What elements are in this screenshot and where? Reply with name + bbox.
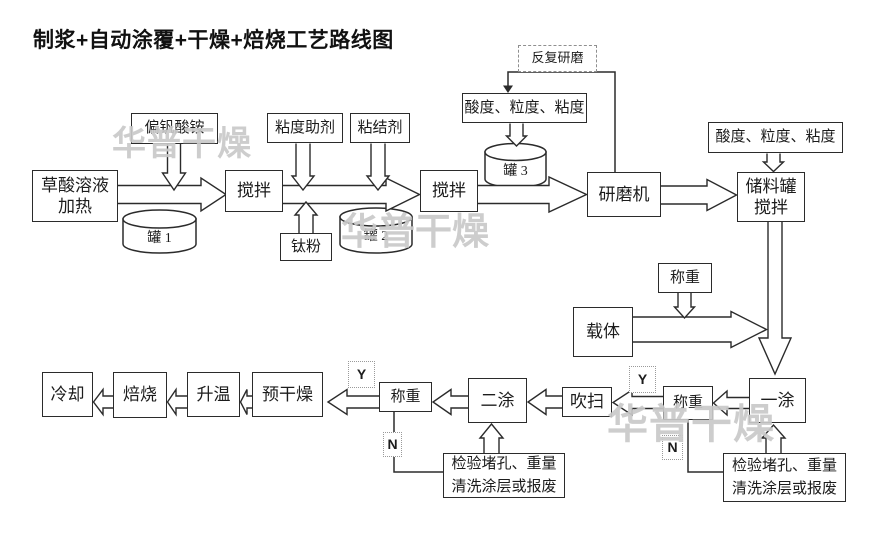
node-inspect-right: 检验堵孔、重量 清洗涂层或报废 [723,453,846,502]
arrow-storage-to-firstcoat [757,222,793,376]
node-label: 粘度助剂 [274,119,335,136]
node-no-left: N [383,432,402,457]
node-label: 二涂 [480,390,515,410]
node-label: 吹扫 [570,392,604,412]
node-storage-tank-stir: 储料罐 搅拌 [737,172,805,222]
tank3-label: 罐 3 [503,164,528,179]
node-first-coat: 一涂 [749,378,806,423]
node-weigh-right: 称重 [663,386,713,420]
node-label: 反复研磨 [531,50,584,66]
node-acidity-check-right: 酸度、粒度、粘度 [708,122,843,153]
arrow-binder-down [365,143,391,192]
arrow-inspectleft-to-secondcoat [478,422,505,453]
node-label: 储料罐 [745,176,797,196]
arrow-firstcoat-to-weighright [712,389,749,417]
arrow-weigh-carrier-down [672,293,697,320]
node-weigh-left: 称重 [379,382,432,412]
node-oxalic-heating: 草酸溶液 加热 [32,170,118,222]
node-label: 称重 [672,394,703,411]
node-ammonium-metavanadate: 偏钒酸铵 [131,113,218,144]
node-repeat-grinding: 反复研磨 [518,45,597,72]
node-inspect-left: 检验堵孔、重量 清洗涂层或报废 [443,453,565,498]
tank1-cylinder-top [122,209,197,229]
arrow-roast-to-cool [92,387,113,417]
no-line-right [687,420,723,473]
node-carrier: 载体 [573,307,633,357]
node-yes-left: Y [348,361,375,388]
arrow-ammonium-down [161,144,187,192]
node-binder: 粘结剂 [350,113,410,143]
node-yes-right: Y [629,366,656,393]
node-label: 酸度、粒度、粘度 [715,129,836,146]
arrow-grinder-to-storage [661,178,739,212]
tank2-cylinder-top [339,207,413,227]
node-label: 搅拌 [237,181,271,201]
arrow-heatup-to-roast [166,387,187,417]
node-roasting: 焙烧 [113,372,167,418]
node-label: 研磨机 [598,184,650,204]
node-label: 检验堵孔、重量 [451,456,557,472]
arrow-weighleft-to-predry [326,388,379,416]
node-label: N [387,435,398,452]
tank2-cylinder-body [339,216,413,254]
tank3-cylinder-top [484,142,547,162]
node-pre-dry: 预干燥 [252,372,323,417]
tank2-label: 罐 2 [363,229,389,244]
node-label: 焙烧 [123,385,157,405]
node-label: 升温 [196,384,231,404]
node-acidity-check-left: 酸度、粒度、粘度 [462,93,587,123]
tank1-label: 罐 1 [147,231,172,246]
node-label: 清洗涂层或报废 [451,478,557,495]
node-purge: 吹扫 [562,387,612,417]
arrow-secondcoat-to-weighleft [431,388,468,416]
node-titanium-powder: 钛粉 [280,233,332,261]
arrow-purge-to-secondcoat [526,388,562,416]
node-label: N [667,438,678,455]
node-label: Y [356,365,367,382]
node-stir-1: 搅拌 [225,170,283,212]
node-label: 称重 [669,269,700,286]
node-label: 加热 [58,197,92,216]
feedback-line-grinder-to-acidity [507,71,616,172]
node-label: 称重 [390,388,421,405]
node-grinder: 研磨机 [587,172,661,217]
node-label: 预干燥 [262,384,313,404]
page-title: 制浆+自动涂覆+干燥+焙烧工艺路线图 [33,29,394,52]
arrow-predry-to-heatup [239,389,252,415]
arrow-inspectright-to-firstcoat [760,423,787,453]
node-label: 冷却 [50,384,85,404]
arrow-stir2-to-grinder [478,175,589,214]
arrow-acidity-to-tank3 [504,123,529,147]
node-label: 载体 [586,322,620,342]
node-label: 酸度、粒度、粘度 [464,99,585,116]
node-label: 粘结剂 [357,119,403,136]
node-label: 搅拌 [432,181,466,201]
feedback-arrowhead [503,85,513,93]
arrow-stir1-to-stir2 [283,176,422,213]
node-no-right: N [662,435,683,460]
arrow-viscosity-down [290,143,316,192]
arrow-weighright-to-purge [611,388,663,417]
node-label: Y [637,370,648,387]
node-heat-up: 升温 [187,372,240,417]
node-label: 钛粉 [290,238,321,255]
node-cooling: 冷却 [42,372,93,417]
arrow-tipowder-up [293,200,319,233]
node-label: 清洗涂层或报废 [731,480,837,497]
node-viscosity-aid: 粘度助剂 [267,113,343,143]
arrow-carrier-to-coatline [633,310,769,349]
node-label: 草酸溶液 [41,175,109,195]
node-stir-2: 搅拌 [420,170,478,212]
node-label: 搅拌 [754,198,788,217]
arrow-acidity-to-storage [761,153,786,173]
node-weigh-carrier: 称重 [658,263,712,293]
node-label: 偏钒酸铵 [144,120,205,137]
node-second-coat: 二涂 [468,378,527,423]
node-label: 一涂 [760,390,795,410]
node-label: 检验堵孔、重量 [731,458,837,474]
